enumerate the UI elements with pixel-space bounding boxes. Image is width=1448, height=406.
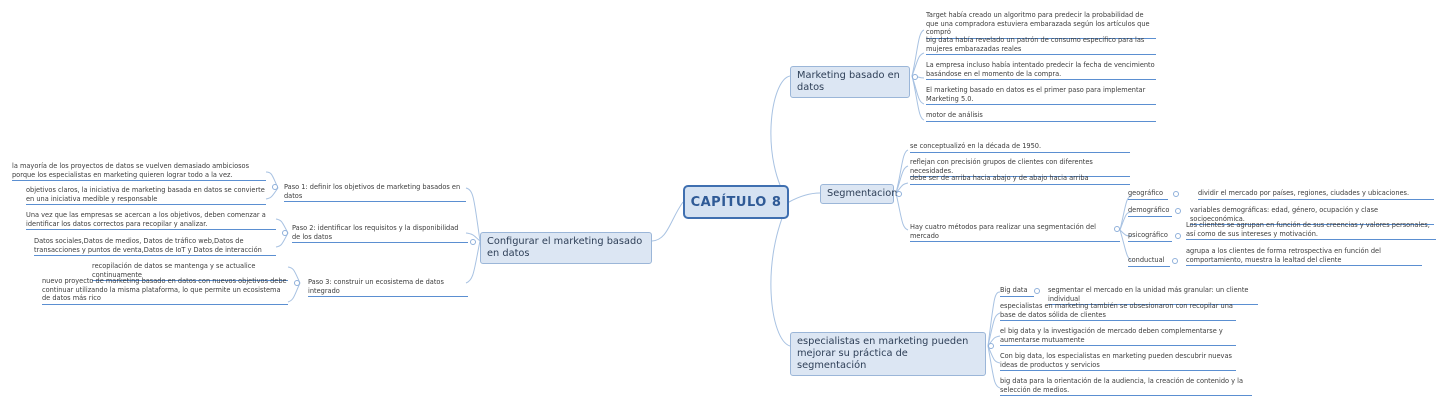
paso-3-label[interactable]: Paso 3: construir un ecosistema de datos… (308, 278, 468, 298)
method-conductual-desc[interactable]: agrupa a los clientes de forma retrospec… (1186, 247, 1422, 267)
central-topic[interactable]: CAPÍTULO 8 (683, 185, 789, 219)
paso-3-item-2[interactable]: nuevo proyecto de marketing basado en da… (42, 277, 288, 305)
collapse-knob-segmentacion[interactable] (896, 191, 902, 197)
paso-1-label[interactable]: Paso 1: definir los objetivos de marketi… (284, 183, 466, 203)
collapse-knob-demografico[interactable] (1175, 208, 1181, 214)
topic-configurar[interactable]: Configurar el marketing basado en datos (480, 232, 652, 264)
collapse-knob-bigdata[interactable] (1034, 288, 1040, 294)
paso-3-item-1[interactable]: recopilación de datos se mantenga y se a… (92, 262, 288, 282)
marketing-item-5[interactable]: motor de análisis (926, 111, 1156, 122)
collapse-knob-configurar[interactable] (470, 239, 476, 245)
paso-2-label[interactable]: Paso 2: identificar los requisitos y la … (292, 224, 468, 244)
method-psicografico-desc[interactable]: Los clientes se agrupan en función de su… (1186, 221, 1436, 241)
collapse-knob-paso-3[interactable] (294, 280, 300, 286)
collapse-knob-paso-1[interactable] (272, 184, 278, 190)
segmentacion-item-2[interactable]: reflejan con precisión grupos de cliente… (910, 158, 1130, 178)
collapse-knob-marketing[interactable] (912, 74, 918, 80)
bigdata-desc[interactable]: segmentar el mercado en la unidad más gr… (1048, 286, 1258, 306)
segmentacion-item-3[interactable]: debe ser de arriba hacia abajo y de abaj… (910, 174, 1130, 185)
method-geografico[interactable]: geográfico (1128, 189, 1168, 200)
especialistas-item-1[interactable]: especialistas en marketing también se ob… (1000, 302, 1236, 322)
collapse-knob-paso-2[interactable] (282, 230, 288, 236)
topic-marketing-basado-en-datos[interactable]: Marketing basado en datos (790, 66, 910, 98)
marketing-item-2[interactable]: big data había revelado un patrón de con… (926, 36, 1156, 56)
paso-1-item-1[interactable]: la mayoría de los proyectos de datos se … (12, 162, 266, 182)
collapse-knob-geografico[interactable] (1173, 191, 1179, 197)
marketing-item-3[interactable]: La empresa incluso había intentado prede… (926, 61, 1156, 81)
method-demografico[interactable]: demográfico (1128, 206, 1172, 217)
especialistas-item-3[interactable]: Con big data, los especialistas en marke… (1000, 352, 1236, 372)
method-demografico-desc[interactable]: variables demográficas: edad, género, oc… (1190, 206, 1434, 226)
collapse-knob-psicografico[interactable] (1175, 233, 1181, 239)
collapse-knob-methods[interactable] (1114, 226, 1120, 232)
bigdata-label[interactable]: Big data (1000, 286, 1034, 297)
method-psicografico[interactable]: psicográfico (1128, 231, 1172, 242)
segmentacion-item-1[interactable]: se conceptualizó en la década de 1950. (910, 142, 1130, 153)
topic-segmentacion[interactable]: Segmentacion (820, 184, 897, 204)
collapse-knob-especialistas[interactable] (988, 343, 994, 349)
segmentacion-methods-label[interactable]: Hay cuatro métodos para realizar una seg… (910, 223, 1120, 243)
marketing-item-4[interactable]: El marketing basado en datos es el prime… (926, 86, 1156, 106)
topic-especialistas[interactable]: especialistas en marketing pueden mejora… (790, 332, 986, 376)
paso-1-item-2[interactable]: objetivos claros, la iniciativa de marke… (26, 186, 266, 206)
paso-2-item-2[interactable]: Datos sociales,Datos de medios, Datos de… (34, 237, 276, 257)
especialistas-item-4[interactable]: big data para la orientación de la audie… (1000, 377, 1252, 397)
collapse-knob-conductual[interactable] (1172, 258, 1178, 264)
method-conductual[interactable]: conductual (1128, 256, 1170, 267)
especialistas-item-2[interactable]: el big data y la investigación de mercad… (1000, 327, 1236, 347)
paso-2-item-1[interactable]: Una vez que las empresas se acercan a lo… (26, 211, 276, 231)
marketing-item-1[interactable]: Target había creado un algoritmo para pr… (926, 11, 1156, 39)
method-geografico-desc[interactable]: dividir el mercado por países, regiones,… (1198, 189, 1434, 200)
